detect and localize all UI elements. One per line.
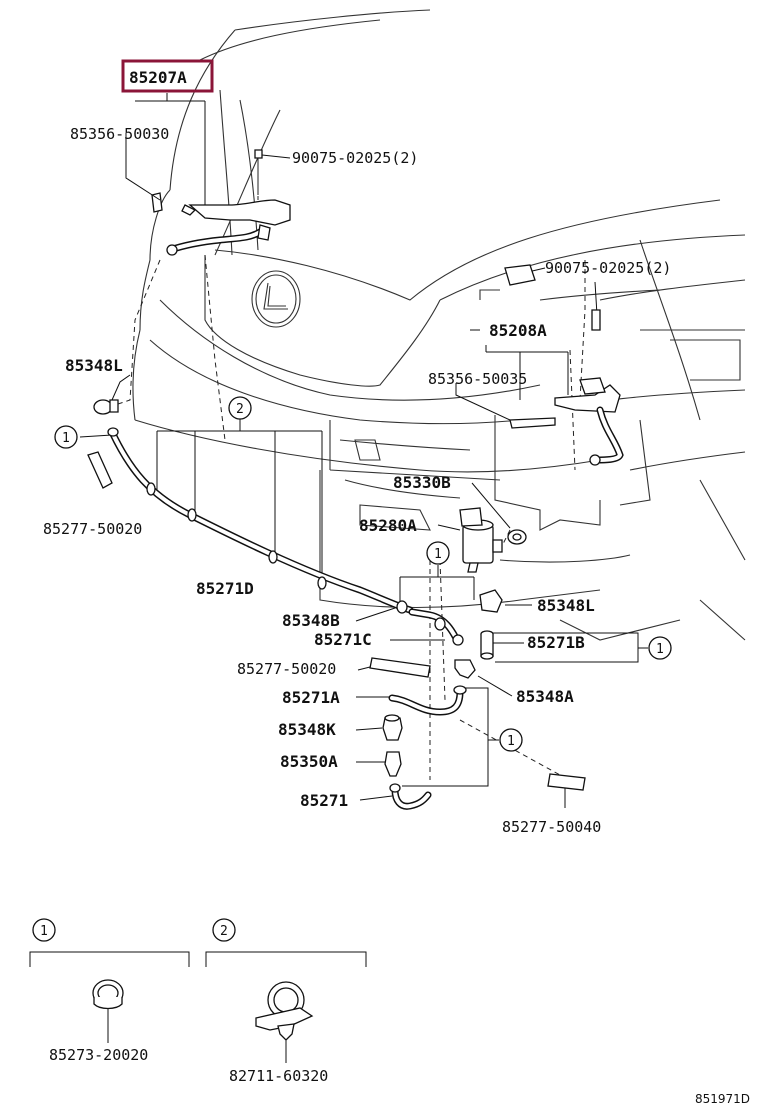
svg-text:2: 2 bbox=[236, 402, 244, 417]
label-85273-20020: 85273-20020 bbox=[49, 1046, 148, 1064]
svg-text:1: 1 bbox=[434, 547, 442, 562]
label-90075-02025-right: 90075-02025(2) bbox=[545, 259, 671, 277]
svg-text:1: 1 bbox=[40, 924, 48, 939]
label-85348K: 85348K bbox=[278, 720, 336, 739]
callout-1-right: 1 bbox=[648, 636, 672, 660]
callout-1-lower: 1 bbox=[499, 728, 523, 752]
label-85280A: 85280A bbox=[359, 516, 417, 535]
connector-85348A bbox=[454, 659, 476, 679]
legend-clip-2: 2 82711-60320 bbox=[205, 918, 367, 1085]
label-85348A: 85348A bbox=[516, 687, 574, 706]
hose-85271C bbox=[408, 608, 464, 646]
valve-85348K bbox=[382, 717, 403, 741]
svg-text:2: 2 bbox=[220, 924, 228, 939]
label-85348L-right: 85348L bbox=[537, 596, 595, 615]
pump-85280A bbox=[459, 507, 503, 573]
hose-85271D bbox=[108, 428, 414, 614]
label-85277-50020-left: 85277-50020 bbox=[43, 520, 142, 538]
hose-85271A bbox=[388, 685, 467, 716]
callout-1-center: 1 bbox=[426, 541, 450, 565]
svg-text:1: 1 bbox=[507, 734, 515, 749]
label-85208A: 85208A bbox=[489, 321, 547, 340]
label-85207A: 85207A bbox=[129, 68, 187, 87]
svg-text:1: 1 bbox=[62, 431, 70, 446]
label-85356-50030: 85356-50030 bbox=[70, 125, 169, 143]
label-85348L-left: 85348L bbox=[65, 356, 123, 375]
callout-2-top: 2 bbox=[228, 396, 252, 420]
label-85277-50020-center: 85277-50020 bbox=[237, 660, 336, 678]
label-85271D: 85271D bbox=[196, 579, 254, 598]
legend-clamp-1: 1 85273-20020 bbox=[29, 918, 190, 1064]
label-82711-60320: 82711-60320 bbox=[229, 1067, 328, 1085]
hose-85271B bbox=[480, 630, 494, 660]
label-85271C: 85271C bbox=[314, 630, 372, 649]
clamp-85348L-left bbox=[93, 399, 119, 437]
hose-85271 bbox=[389, 783, 432, 810]
label-85271B: 85271B bbox=[527, 633, 585, 652]
label-85277-50040: 85277-50040 bbox=[502, 818, 601, 836]
label-85356-50035: 85356-50035 bbox=[428, 370, 527, 388]
right-nozzle-assembly bbox=[504, 264, 624, 466]
label-85271: 85271 bbox=[300, 791, 348, 810]
check-valve-85350A bbox=[384, 751, 402, 777]
label-85350A: 85350A bbox=[280, 752, 338, 771]
svg-text:1: 1 bbox=[656, 642, 664, 657]
vehicle-front-outline bbox=[132, 9, 746, 641]
sleeve-85277-50040 bbox=[547, 773, 586, 791]
elbow-85348L-right bbox=[479, 589, 503, 613]
diagram-reference: 851971D bbox=[695, 1092, 750, 1106]
sleeve-85277-50020-left bbox=[87, 451, 113, 489]
callout-1-left: 1 bbox=[54, 425, 78, 449]
label-85330B: 85330B bbox=[393, 473, 451, 492]
label-90075-02025-top: 90075-02025(2) bbox=[292, 149, 418, 167]
highlight-box bbox=[121, 59, 214, 93]
label-85271A: 85271A bbox=[282, 688, 340, 707]
sleeve-85277-50020-center bbox=[369, 657, 431, 678]
label-85348B: 85348B bbox=[282, 611, 340, 630]
